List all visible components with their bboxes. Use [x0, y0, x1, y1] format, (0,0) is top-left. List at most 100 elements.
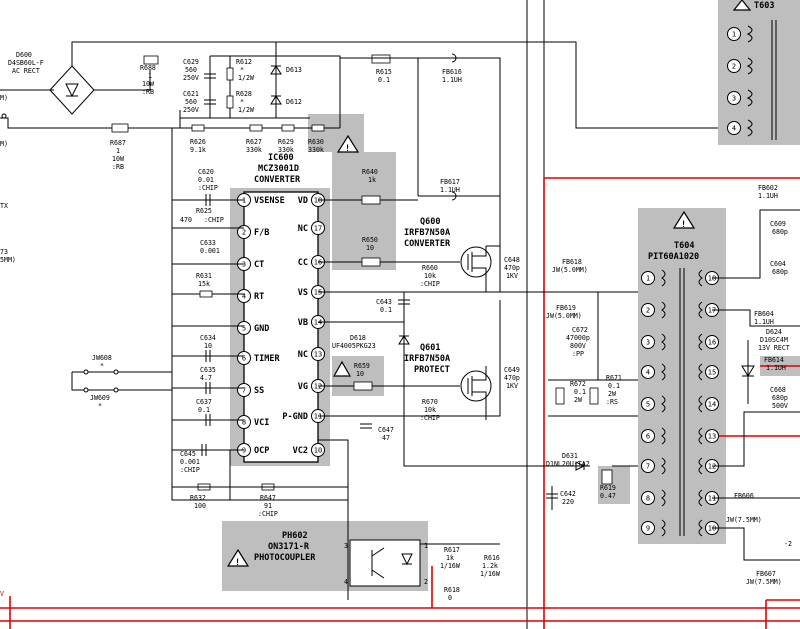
r688-label: R688 — [140, 64, 156, 72]
c648-voltage: 1KV — [506, 272, 518, 280]
ic600-pin-name-17: NC — [298, 224, 308, 234]
c629-voltage: 250V — [183, 74, 199, 82]
r640-label: R640 — [362, 168, 378, 176]
svg-text:FB607: FB607 — [756, 570, 776, 578]
svg-text:10: 10 — [356, 370, 364, 378]
jw609-label: JW609 — [90, 394, 110, 402]
ic600-pin-6: 6 — [242, 355, 246, 363]
jw609-terminal-b — [113, 387, 119, 393]
svg-text:680p: 680p — [772, 268, 788, 276]
t604-winding-left — [661, 269, 666, 287]
r619-label: R619 — [600, 484, 616, 492]
ph602-ref: PH602 — [282, 531, 308, 541]
svg-text:C643: C643 — [376, 298, 392, 306]
wire-ic-left-bus — [171, 128, 230, 501]
svg-text:0.001: 0.001 — [180, 458, 200, 466]
d618-diode — [398, 335, 410, 345]
t604-part: PIT60A1020 — [648, 252, 699, 262]
q601-source — [472, 391, 487, 420]
svg-text:73: 73 — [0, 248, 8, 256]
t603-pin-3-circle — [727, 91, 741, 105]
r650-resistor — [361, 257, 381, 267]
fb614-label: FB614 — [764, 356, 784, 364]
r647-value: 91 — [264, 502, 272, 510]
svg-text:R629: R629 — [278, 138, 294, 146]
svg-text:*: * — [98, 402, 102, 410]
svg-text:R671: R671 — [606, 374, 622, 382]
svg-text:10W: 10W — [142, 80, 154, 88]
svg-text:C645: C645 — [180, 450, 196, 458]
t604-winding-left — [661, 427, 666, 445]
t604-winding-left — [661, 301, 666, 319]
r626-label: R626 — [190, 138, 206, 146]
r629-value: 330k — [278, 146, 294, 154]
t603-pin-1-circle — [727, 27, 741, 41]
wire-pgnd — [318, 300, 501, 417]
svg-text::CHIP: :CHIP — [420, 280, 440, 288]
t603-winding — [746, 119, 753, 137]
r671-type: :RS — [606, 398, 618, 406]
svg-text::RB: :RB — [112, 163, 124, 171]
svg-text:R617: R617 — [444, 546, 460, 554]
t604-pin-1-circle — [641, 271, 655, 285]
svg-text:FB616: FB616 — [442, 68, 462, 76]
svg-text:FB614: FB614 — [764, 356, 784, 364]
svg-text:10W: 10W — [112, 155, 124, 163]
t603-pin-4: 4 — [732, 125, 736, 133]
svg-text:D624: D624 — [766, 328, 782, 336]
r616-label: R616 — [484, 554, 500, 562]
svg-text::CHIP: :CHIP — [180, 466, 200, 474]
svg-text:47000p: 47000p — [566, 334, 590, 342]
c635-value: 4.7 — [200, 374, 212, 382]
t604-pin-7-circle — [641, 459, 655, 473]
svg-text:C637: C637 — [196, 398, 212, 406]
t604-winding-left — [661, 489, 666, 507]
ic600-pin-10-circle — [311, 443, 325, 457]
q601-role: PROTECT — [414, 365, 450, 375]
t604-pin-3-circle — [641, 335, 655, 349]
c672-value: 47000p — [566, 334, 590, 342]
t604-winding-left — [661, 395, 666, 413]
c649-label: C649 — [504, 366, 520, 374]
warning-icon — [226, 548, 250, 567]
t603-pin-2-circle — [727, 59, 741, 73]
warning-icon — [336, 134, 360, 153]
fb618-value: JW(5.0MM) — [552, 266, 588, 274]
q600-ref: Q600 — [420, 217, 440, 227]
r631-value: 15k — [198, 280, 210, 288]
edge-label-v: V — [0, 590, 4, 598]
t604-pin-4-circle — [641, 365, 655, 379]
c633-label: C633 — [200, 239, 216, 247]
edge-label-2: -2 — [784, 540, 792, 548]
svg-text:10: 10 — [366, 244, 374, 252]
t604-pin-13: 13 — [708, 433, 716, 441]
svg-text::RB: :RB — [142, 88, 154, 96]
edge-label-1: M) — [0, 94, 8, 102]
t604-pin-5: 5 — [646, 401, 650, 409]
svg-text:FB617: FB617 — [440, 178, 460, 186]
ph602-part: ON3171-R — [268, 542, 310, 552]
svg-text:*: * — [240, 98, 244, 106]
svg-text:R640: R640 — [362, 168, 378, 176]
q600-source — [472, 267, 487, 280]
svg-text:250V: 250V — [183, 106, 199, 114]
svg-text::CHIP: :CHIP — [204, 216, 224, 224]
c635-label: C635 — [200, 366, 216, 374]
r612-resistor — [226, 67, 234, 81]
c629-label: C629 — [183, 58, 199, 66]
d624-part: D10SC4M — [760, 336, 788, 344]
svg-text::CHIP: :CHIP — [198, 184, 218, 192]
svg-text:1KV: 1KV — [506, 272, 518, 280]
svg-text:D600: D600 — [16, 51, 32, 59]
ic600-pin-name-12: VG — [298, 382, 308, 392]
r630-value: 330k — [308, 146, 324, 154]
r671-resistor — [589, 387, 599, 405]
svg-text:3: 3 — [344, 542, 348, 550]
svg-text:PH602: PH602 — [282, 531, 308, 541]
r631-resistor — [199, 290, 213, 298]
svg-text:C647: C647 — [378, 426, 394, 434]
svg-text:R632: R632 — [190, 494, 206, 502]
ic600-pin-name-16: CC — [298, 258, 308, 268]
svg-text:R625: R625 — [196, 207, 212, 215]
c620-type: :CHIP — [198, 184, 218, 192]
